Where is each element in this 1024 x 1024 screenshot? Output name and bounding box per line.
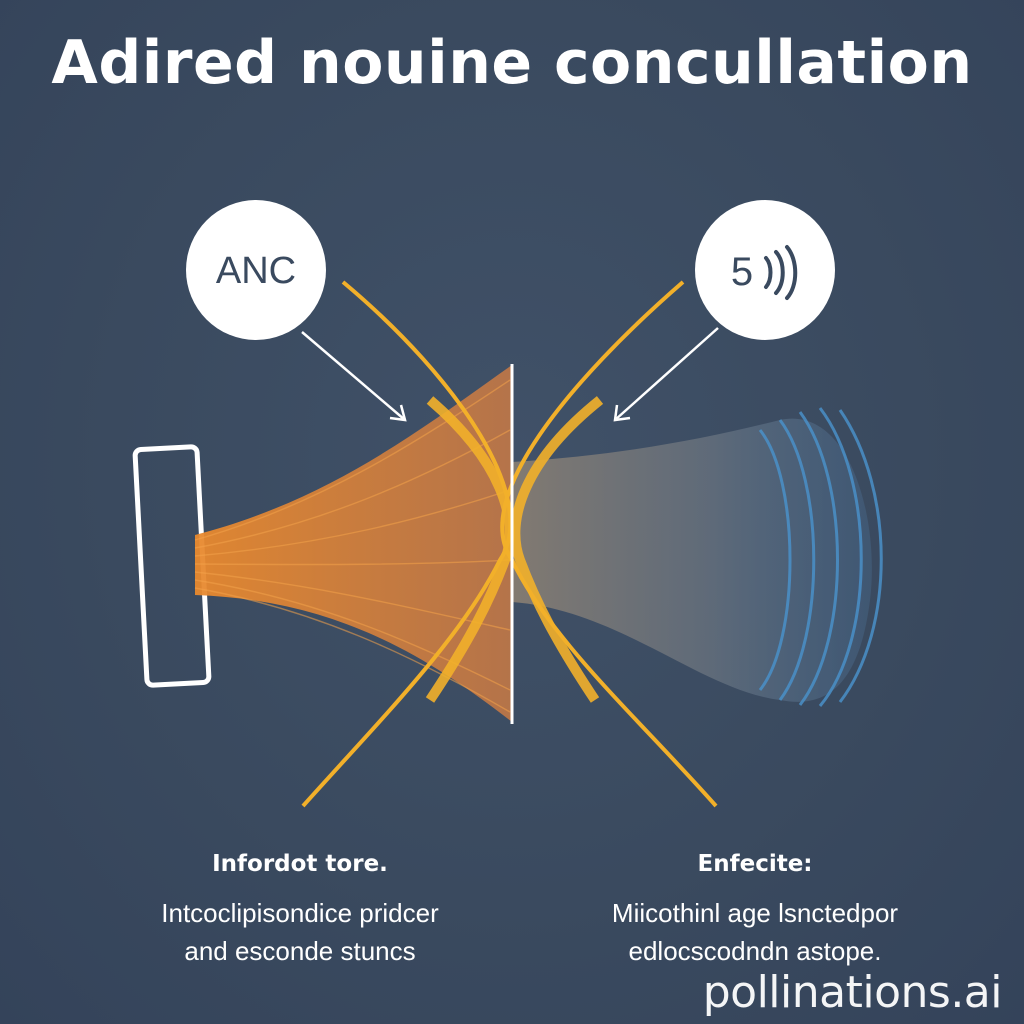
watermark: pollinations.ai <box>702 967 1003 1018</box>
page-title: Adired nouine concullation <box>51 28 973 98</box>
right-caption-line-2: edlocscodndn astope. <box>628 936 882 967</box>
anti-noise-wave <box>512 407 883 707</box>
sound-bubble: 5 <box>695 200 835 340</box>
sound-bubble-label: 5 <box>731 250 753 294</box>
right-caption-heading: Enfecite: <box>697 851 813 877</box>
left-caption-line-1: Intcoclipisondice pridcer <box>161 898 439 929</box>
left-caption-heading: Infordot tore. <box>212 851 388 877</box>
anc-bubble: ANC <box>186 200 326 340</box>
sound-waves-icon <box>764 245 798 300</box>
right-pointer-arrow <box>613 327 719 422</box>
anc-bubble-label: ANC <box>216 250 296 292</box>
left-pointer-arrow <box>301 331 407 422</box>
left-caption: Infordot tore. Intcoclipisondice pridcer… <box>90 848 510 971</box>
orange-noise-wave <box>194 365 512 722</box>
left-caption-line-2: and esconde stuncs <box>184 936 416 967</box>
right-caption-line-1: Miicothinl age lsnctedpor <box>611 898 899 929</box>
right-caption: Enfecite: Miicothinl age lsnctedpor edlo… <box>545 848 965 971</box>
